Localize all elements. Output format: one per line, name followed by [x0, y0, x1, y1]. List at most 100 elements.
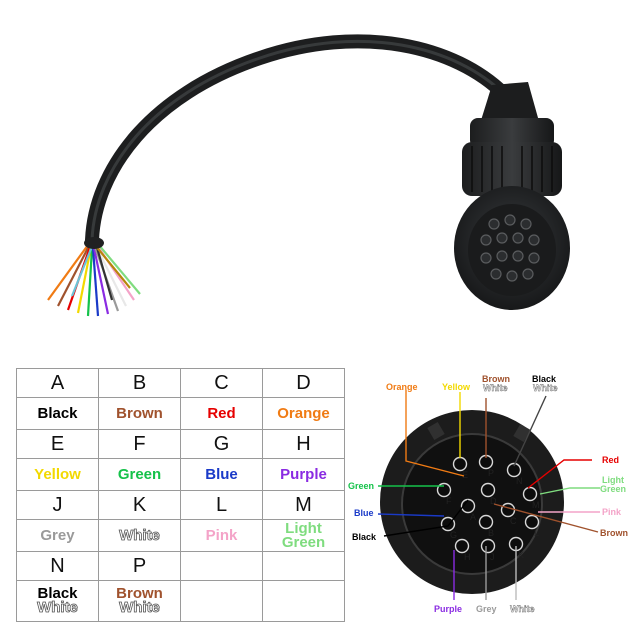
wire-color-cell: Yellow [16, 458, 99, 491]
label-brown-white-1: Brown [482, 374, 510, 384]
leader-black-white [513, 395, 547, 467]
wire-color-cell: Orange [262, 397, 345, 430]
pin-label-l: L [534, 528, 539, 538]
wire-color-line-1: Brown [116, 585, 163, 602]
pin-label-p: P [488, 468, 494, 478]
cable [85, 34, 512, 247]
wire-color-cell: Green [98, 458, 181, 491]
label-brown-white-2: White [483, 383, 508, 393]
pin-label-b: B [488, 528, 494, 538]
pin-f [436, 482, 452, 498]
pin-b [478, 514, 494, 530]
pin-letter-cell: J [16, 490, 99, 520]
pin-label-f: F [446, 496, 452, 506]
wire-color-cell: Blue [180, 458, 263, 491]
wire-color-line-1: Light [285, 519, 322, 537]
pin-e [452, 456, 468, 472]
pin-letter-cell: E [16, 429, 99, 459]
pin-label-e: E [462, 470, 468, 480]
label-black: Black [352, 532, 377, 542]
pin-m [522, 486, 538, 502]
wire-color-line-2: White [37, 599, 79, 616]
label-green: Green [348, 481, 374, 491]
cable-connector-photo [47, 34, 570, 317]
leader-red [527, 459, 592, 489]
pin-label-n: N [516, 476, 523, 486]
pin-letter-cell: B [98, 368, 181, 398]
pin-letter-cell: M [262, 490, 345, 520]
pin-label-h: H [464, 552, 471, 562]
pin-l [524, 514, 540, 530]
pin-label-d: D [490, 496, 497, 506]
wire-color-cell [262, 580, 345, 622]
connector-pinout-diagram: E P N F D M A C B G L H K J Orange Yellow Brown White… [348, 374, 628, 614]
leader-black [383, 499, 469, 537]
loose-wires [47, 243, 141, 317]
pin-c [500, 502, 516, 518]
leader-brown [493, 503, 599, 533]
wire-color-cell: Pink [180, 519, 263, 552]
pin-letter-cell: D [262, 368, 345, 398]
label-white: White [510, 604, 535, 614]
pin-letter-cell [180, 551, 263, 581]
pin-letter-cell [262, 551, 345, 581]
leader-blue [377, 513, 445, 517]
pin-label-g: G [450, 530, 457, 540]
pin-letter-cell: A [16, 368, 99, 398]
pin-letter-cell: C [180, 368, 263, 398]
pin-letter-cell: L [180, 490, 263, 520]
pin-letter-cell: P [98, 551, 181, 581]
label-light-green-1: Light [602, 475, 624, 485]
pin-letter-cell: K [98, 490, 181, 520]
pin-h [454, 538, 470, 554]
wire-color-cell: Black [16, 397, 99, 430]
pin-label-c: C [510, 516, 517, 526]
label-red: Red [602, 455, 619, 465]
label-orange: Orange [386, 382, 418, 392]
pin-label-k: K [518, 550, 524, 560]
label-black-white-2: White [533, 383, 558, 393]
label-blue: Blue [354, 508, 374, 518]
wire-color-cell: Grey [16, 519, 99, 552]
pin-letter-cell: G [180, 429, 263, 459]
wire-color-cell: Purple [262, 458, 345, 491]
pin-a [460, 498, 476, 514]
wire-color-cell: Brown [98, 397, 181, 430]
label-brown: Brown [600, 528, 628, 538]
label-light-green-2: Green [600, 484, 626, 494]
pin-n [506, 462, 522, 478]
label-grey: Grey [476, 604, 497, 614]
pin-label-j: J [490, 552, 495, 562]
wire-color-cell: White [98, 519, 181, 552]
pin-label-a: A [470, 512, 476, 522]
label-black-white-1: Black [532, 374, 557, 384]
pin-letter-cell: F [98, 429, 181, 459]
pin-d [480, 482, 496, 498]
wire-color-line-2: White [119, 599, 161, 616]
wire-color-cell: Red [180, 397, 263, 430]
pin-label-m: M [532, 500, 540, 510]
wire-color-cell [180, 580, 263, 622]
pin-letter-cell: N [16, 551, 99, 581]
label-yellow: Yellow [442, 382, 471, 392]
wire-color-line-1: Black [37, 585, 78, 602]
pin-j [480, 538, 496, 554]
label-purple: Purple [434, 604, 462, 614]
leader-orange [405, 390, 465, 477]
pin-letter-cell: H [262, 429, 345, 459]
label-pink: Pink [602, 507, 622, 517]
wire-color-line-2: Green [281, 533, 326, 551]
leader-light-green [539, 487, 600, 495]
